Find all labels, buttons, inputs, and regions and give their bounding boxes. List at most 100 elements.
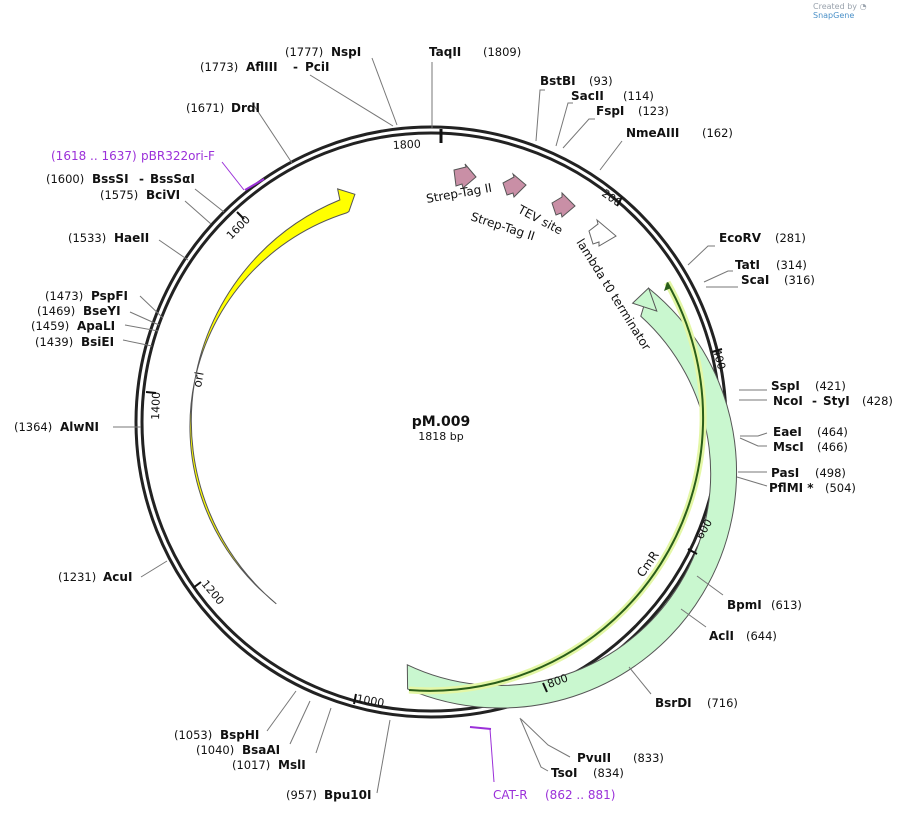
- primer-pbr322ori-f-name[interactable]: pBR322ori-F: [141, 149, 215, 163]
- enzyme-bsssai[interactable]: BssSαI: [150, 172, 195, 186]
- enzyme-alwni[interactable]: AlwNI: [60, 420, 99, 434]
- tick-400: [711, 348, 723, 353]
- enzyme-msli-pos: (1017): [232, 758, 270, 772]
- enzyme-haeii-pos: (1533): [68, 231, 106, 245]
- enzyme-apali[interactable]: ApaLI: [77, 319, 115, 333]
- enzyme-afliii-pos: (1773): [200, 60, 238, 74]
- enzyme-bseyi[interactable]: BseYI: [83, 304, 121, 318]
- tick-600: [687, 548, 698, 555]
- snapgene-logo-icon: ◔: [859, 2, 867, 11]
- enzyme-bpmi[interactable]: BpmI: [727, 598, 762, 612]
- enzyme-tati-pos: (314): [776, 258, 807, 272]
- credit-brand: SnapGene: [813, 11, 855, 20]
- enzyme-bsphi[interactable]: BspHI: [220, 728, 259, 742]
- enzyme-acli-pos: (644): [746, 629, 777, 643]
- lambda-terminator-arrow[interactable]: [588, 218, 617, 247]
- primer-pbr322ori-f-range: (1618 .. 1637): [51, 149, 137, 163]
- primer-cat-r-range: (862 .. 881): [545, 788, 615, 802]
- enzyme-nmeaiii-pos: (162): [702, 126, 733, 140]
- enzyme-acli[interactable]: AclI: [709, 629, 734, 643]
- enzyme-pvuii-pos: (833): [633, 751, 664, 765]
- enzyme-apali-pos: (1459): [31, 319, 69, 333]
- enzyme-bsrdi[interactable]: BsrDI: [655, 696, 692, 710]
- tev-site-arrow[interactable]: [502, 172, 527, 198]
- enzyme-drdi-pos: (1671): [186, 101, 224, 115]
- enzyme-bsiei-pos: (1439): [35, 335, 73, 349]
- enzyme-taqii[interactable]: TaqII: [429, 45, 461, 59]
- enzyme-pasi-pos: (498): [815, 466, 846, 480]
- enzyme-pflmi-pos: (504): [825, 481, 856, 495]
- cmr-arrow-head: [631, 287, 658, 312]
- tick-200: [616, 196, 623, 207]
- ori-feature-arrow[interactable]: [189, 188, 356, 605]
- enzyme-bcivi-pos: (1575): [100, 188, 138, 202]
- enzyme-bstbi-pos: (93): [589, 74, 613, 88]
- enzyme-haeii[interactable]: HaeII: [114, 231, 149, 245]
- enzyme-nspi[interactable]: NspI: [331, 45, 361, 59]
- pbr322ori-f-primer-mark[interactable]: [244, 178, 265, 191]
- enzyme-pcii[interactable]: PciI: [305, 60, 330, 74]
- strep-tag-ii-arrow-2[interactable]: [551, 191, 576, 218]
- tick-label-1000: 1000: [355, 692, 385, 710]
- cmr-feature-arrow[interactable]: [406, 287, 737, 709]
- enzyme-nspi-pos: (1777): [285, 45, 323, 59]
- enzyme-acui[interactable]: AcuI: [103, 570, 132, 584]
- enzyme-ecorv-pos: (281): [775, 231, 806, 245]
- enzyme-ncoi-separator: -: [812, 394, 817, 408]
- plasmid-size: 1818 bp: [418, 430, 463, 443]
- enzyme-scai[interactable]: ScaI: [741, 273, 769, 287]
- cat-r-primer-leader: [489, 728, 495, 783]
- enzyme-pspfi-pos: (1473): [45, 289, 83, 303]
- enzyme-bsaai-pos: (1040): [196, 743, 234, 757]
- enzyme-sspi-pos: (421): [815, 379, 846, 393]
- enzyme-sacii-pos: (114): [623, 89, 654, 103]
- strep-tag-ii-arrow-1[interactable]: [453, 163, 477, 189]
- enzyme-acui-pos: (1231): [58, 570, 96, 584]
- enzyme-ncoi[interactable]: NcoI: [773, 394, 803, 408]
- enzyme-leader-lines: [113, 57, 768, 794]
- enzyme-pvuii[interactable]: PvuII: [577, 751, 611, 765]
- enzyme-alwni-pos: (1364): [14, 420, 52, 434]
- tick-label-400: 400: [710, 347, 728, 371]
- enzyme-msci-pos: (466): [817, 440, 848, 454]
- cat-r-primer-mark[interactable]: [469, 726, 492, 730]
- tick-800: [542, 682, 548, 693]
- enzyme-pasi[interactable]: PasI: [771, 466, 799, 480]
- enzyme-eaei[interactable]: EaeI: [773, 425, 802, 439]
- enzyme-bpu10i-pos: (957): [286, 788, 317, 802]
- enzyme-bpu10i[interactable]: Bpu10I: [324, 788, 371, 802]
- tick-1400: [145, 391, 157, 394]
- enzyme-bsaai[interactable]: BsaAI: [242, 743, 280, 757]
- enzyme-bsiei[interactable]: BsiEI: [81, 335, 114, 349]
- primer-cat-r-name[interactable]: CAT-R: [493, 788, 528, 802]
- enzyme-tsoi[interactable]: TsoI: [551, 766, 577, 780]
- enzyme-sspi[interactable]: SspI: [771, 379, 800, 393]
- tick-label-1400: 1400: [149, 392, 163, 420]
- enzyme-bsssi[interactable]: BssSI: [92, 172, 129, 186]
- enzyme-styi[interactable]: StyI: [823, 394, 850, 408]
- enzyme-eaei-pos: (464): [817, 425, 848, 439]
- enzyme-msli[interactable]: MslI: [278, 758, 306, 772]
- enzyme-bseyi-pos: (1469): [37, 304, 75, 318]
- tick-label-1200: 1200: [199, 578, 227, 608]
- enzyme-ecorv[interactable]: EcoRV: [719, 231, 762, 245]
- enzyme-pflmi[interactable]: PflMI *: [769, 481, 814, 495]
- enzyme-fspi-pos: (123): [638, 104, 669, 118]
- enzyme-nmeaiii[interactable]: NmeAIII: [626, 126, 679, 140]
- enzyme-taqii-pos: (1809): [483, 45, 521, 59]
- enzyme-bcivi[interactable]: BciVI: [146, 188, 180, 202]
- enzyme-fspi[interactable]: FspI: [596, 104, 624, 118]
- enzyme-pspfi[interactable]: PspFI: [91, 289, 128, 303]
- enzyme-tsoi-pos: (834): [593, 766, 624, 780]
- enzyme-sacii[interactable]: SacII: [571, 89, 604, 103]
- enzyme-msci[interactable]: MscI: [773, 440, 804, 454]
- tick-label-1800: 1800: [392, 138, 421, 152]
- enzyme-tati[interactable]: TatI: [735, 258, 760, 272]
- enzyme-drdi[interactable]: DrdI: [231, 101, 260, 115]
- enzyme-bstbi[interactable]: BstBI: [540, 74, 576, 88]
- pbr322ori-f-primer-leader: [221, 161, 245, 191]
- tick-1200: [192, 581, 202, 589]
- credit-prefix: Created by: [813, 2, 858, 11]
- enzyme-afliii[interactable]: AflIII: [246, 60, 278, 74]
